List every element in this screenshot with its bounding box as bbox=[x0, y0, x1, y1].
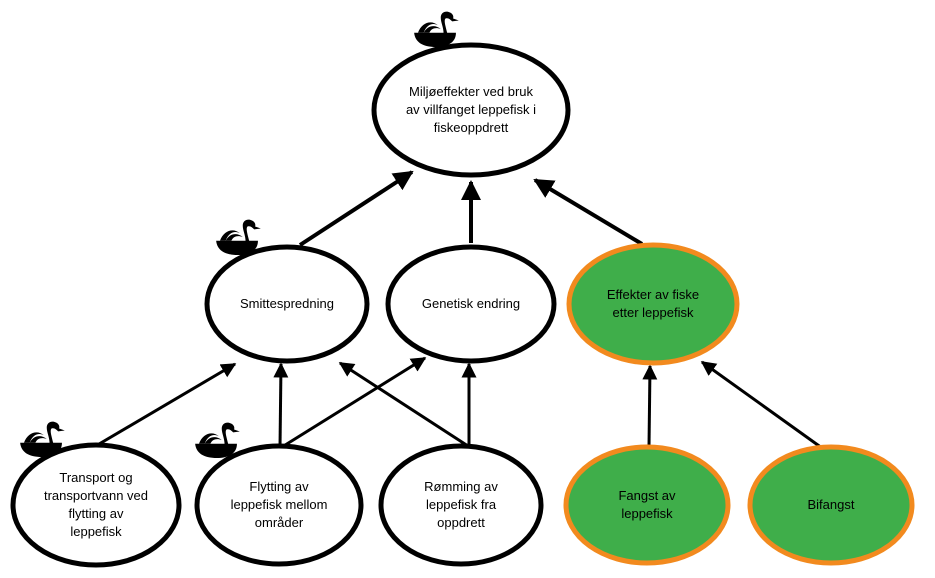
node-flytting-ellipse bbox=[194, 443, 364, 567]
node-label-line: Smittespredning bbox=[240, 296, 334, 311]
edge-flytting-to-smittespredning bbox=[273, 362, 289, 449]
node-label-line: leppefisk bbox=[70, 524, 122, 539]
node-label-line: Fangst av bbox=[618, 488, 676, 503]
edge-smittespredning-to-root bbox=[298, 170, 414, 247]
swan-icon bbox=[20, 421, 65, 458]
node-smittespredning-label: Smittespredning bbox=[240, 296, 334, 311]
node-genetisk-ellipse bbox=[385, 244, 557, 364]
node-label-line: leppefisk mellom bbox=[231, 497, 328, 512]
node-label-line: leppefisk fra bbox=[426, 497, 497, 512]
node-fangst-ellipse bbox=[563, 444, 731, 566]
swan-icon bbox=[195, 422, 240, 459]
node-transport-ellipse bbox=[10, 442, 182, 568]
edge-transport-to-smittespredning bbox=[93, 362, 237, 449]
node-label-line: oppdrett bbox=[437, 515, 485, 530]
node-label-line: Flytting av bbox=[249, 479, 309, 494]
node-bifangst-ellipse bbox=[747, 444, 915, 566]
node-smittespredning-ellipse bbox=[204, 244, 370, 364]
node-effekter-fiske: Effekter av fiske etter leppefisk bbox=[566, 242, 740, 366]
node-label-line: Genetisk endring bbox=[422, 296, 520, 311]
edge-effekter-to-root bbox=[533, 178, 644, 246]
edge-romming-to-smittespredning bbox=[338, 361, 469, 448]
node-bifangst-label: Bifangst bbox=[808, 497, 855, 512]
node-label-line: fiskeoppdrett bbox=[434, 120, 509, 135]
node-flytting: Flytting av leppefisk mellom områder bbox=[194, 443, 364, 567]
node-smittespredning: Smittespredning bbox=[204, 244, 370, 364]
nodes-layer: Miljøeffekter ved bruk av villfanget lepp… bbox=[10, 42, 915, 568]
node-genetisk: Genetisk endring bbox=[385, 244, 557, 364]
node-label-line: Effekter av fiske bbox=[607, 287, 699, 302]
node-label-line: Bifangst bbox=[808, 497, 855, 512]
node-root: Miljøeffekter ved bruk av villfanget lepp… bbox=[371, 42, 571, 178]
swan-icon bbox=[216, 219, 261, 256]
node-flytting-label: Flytting av leppefisk mellom områder bbox=[231, 479, 328, 530]
edge-flytting-to-genetisk bbox=[281, 356, 427, 449]
node-genetisk-label: Genetisk endring bbox=[422, 296, 520, 311]
node-label-line: flytting av bbox=[69, 506, 124, 521]
node-label-line: Rømming av bbox=[424, 479, 498, 494]
node-label-line: etter leppefisk bbox=[613, 305, 694, 320]
node-romming-label: Rømming av leppefisk fra oppdrett bbox=[424, 479, 498, 530]
node-root-ellipse bbox=[371, 42, 571, 178]
node-root-label: Miljøeffekter ved bruk av villfanget lepp… bbox=[406, 84, 536, 135]
swan-icon bbox=[414, 11, 459, 48]
node-romming: Rømming av leppefisk fra oppdrett bbox=[378, 443, 544, 567]
edge-bifangst-to-effekter bbox=[700, 360, 823, 450]
node-label-line: Miljøeffekter ved bruk bbox=[409, 84, 534, 99]
node-romming-ellipse bbox=[378, 443, 544, 567]
node-bifangst: Bifangst bbox=[747, 444, 915, 566]
node-label-line: områder bbox=[255, 515, 304, 530]
node-label-line: Transport og bbox=[59, 470, 132, 485]
node-transport-label: Transport og transportvann ved flytting av… bbox=[44, 470, 148, 539]
node-effekter-fiske-label: Effekter av fiske etter leppefisk bbox=[607, 287, 699, 320]
node-label-line: transportvann ved bbox=[44, 488, 148, 503]
node-label-line: av villfanget leppefisk i bbox=[406, 102, 536, 117]
edges-layer bbox=[93, 170, 823, 450]
node-effekter-fiske-ellipse bbox=[566, 242, 740, 366]
node-fangst: Fangst av leppefisk bbox=[563, 444, 731, 566]
edge-fangst-to-effekter bbox=[642, 364, 658, 448]
node-fangst-label: Fangst av leppefisk bbox=[618, 488, 676, 521]
node-transport: Transport og transportvann ved flytting av… bbox=[10, 442, 182, 568]
node-label-line: leppefisk bbox=[621, 506, 673, 521]
